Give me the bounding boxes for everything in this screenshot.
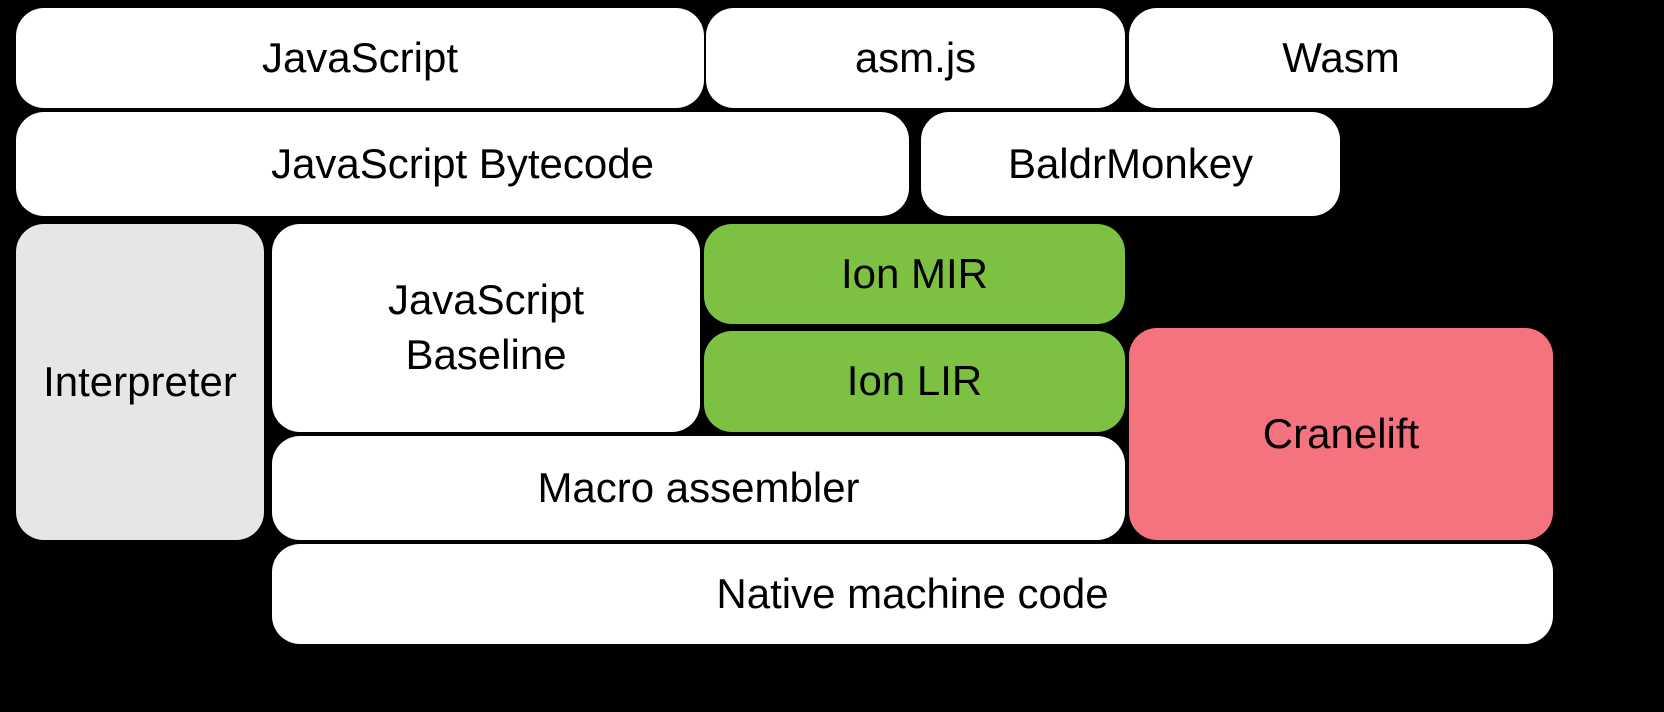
box-javascript: JavaScript — [16, 8, 704, 108]
box-javascript-label: JavaScript — [261, 33, 459, 81]
box-native-machine-code-label: Native machine code — [716, 569, 1109, 617]
box-interpreter: Interpreter — [16, 224, 264, 540]
box-wasm: Wasm — [1129, 8, 1553, 108]
box-macro-assembler: Macro assembler — [272, 436, 1125, 540]
box-native-machine-code: Native machine code — [272, 544, 1553, 644]
box-javascript-bytecode-label: JavaScript Bytecode — [271, 139, 654, 187]
box-ion-lir: Ion LIR — [704, 331, 1125, 432]
box-ion-mir-label: Ion MIR — [840, 249, 989, 297]
box-baldrmonkey-label: BaldrMonkey — [1007, 139, 1254, 187]
box-wasm-label: Wasm — [1282, 33, 1400, 81]
box-ion-lir-label: Ion LIR — [846, 357, 983, 405]
box-ion-mir: Ion MIR — [704, 224, 1125, 324]
box-baldrmonkey: BaldrMonkey — [921, 112, 1340, 216]
box-cranelift: Cranelift — [1129, 328, 1553, 540]
box-cranelift-label: Cranelift — [1262, 409, 1420, 457]
box-javascript-bytecode: JavaScript Bytecode — [16, 112, 909, 216]
box-interpreter-label: Interpreter — [43, 357, 237, 405]
box-asmjs: asm.js — [706, 8, 1125, 108]
box-javascript-baseline: JavaScript Baseline — [272, 224, 700, 432]
box-macro-assembler-label: Macro assembler — [537, 463, 860, 511]
box-asmjs-label: asm.js — [854, 33, 977, 81]
box-javascript-baseline-label: JavaScript Baseline — [387, 276, 585, 378]
